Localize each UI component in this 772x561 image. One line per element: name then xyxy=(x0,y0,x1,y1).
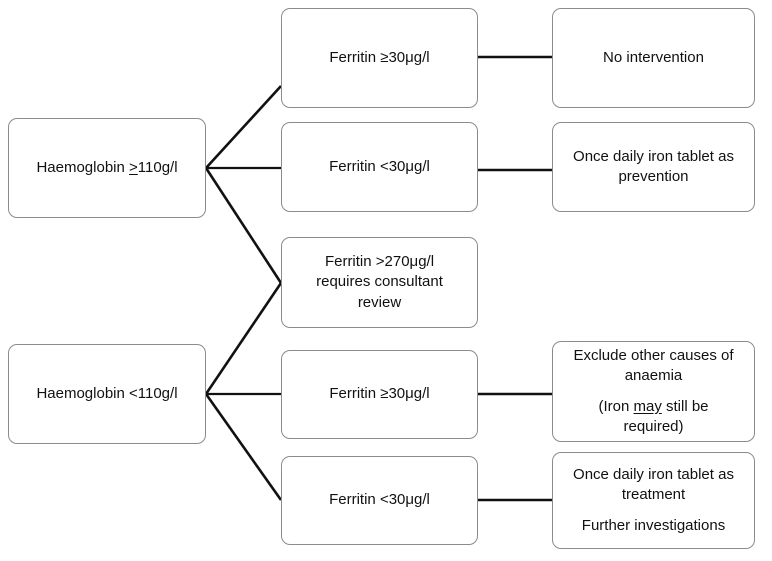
node-haemoglobin-high-label: Haemoglobin >110g/l xyxy=(36,158,178,176)
node-outcome-prevention-line2: prevention xyxy=(618,168,689,185)
node-outcome-no-intervention[interactable]: No intervention xyxy=(552,8,755,108)
node-haemoglobin-high[interactable]: Haemoglobin >110g/l xyxy=(8,118,206,218)
node-outcome-prevention[interactable]: Once daily iron tablet as prevention xyxy=(552,122,755,212)
node-outcome-no-intervention-label: No intervention xyxy=(603,48,704,66)
node-outcome-treatment-line3: Further investigations xyxy=(581,517,726,535)
node-outcome-treatment[interactable]: Once daily iron tablet as treatment Furt… xyxy=(552,452,755,549)
node-outcome-prevention-line1: Once daily iron tablet as xyxy=(573,147,734,165)
node-ferritin-270-consultant[interactable]: Ferritin >270μg/l requires consultant re… xyxy=(281,237,478,328)
node-ferritin-low-lt30[interactable]: Ferritin <30μg/l xyxy=(281,456,478,545)
edge-hb-low-to-ferritin-270 xyxy=(204,282,283,395)
node-ferritin-high-lt30[interactable]: Ferritin <30μg/l xyxy=(281,122,478,212)
emphasis-may: may xyxy=(633,397,662,415)
edge-hb-high-to-ferritin-ge30 xyxy=(205,85,282,169)
edge-hb-high-to-ferritin-270 xyxy=(204,167,283,284)
node-outcome-exclude-other-causes[interactable]: Exclude other causes of anaemia (Iron ma… xyxy=(552,341,755,442)
node-haemoglobin-low[interactable]: Haemoglobin <110g/l xyxy=(8,344,206,444)
node-outcome-exclude-line3: (Iron may still be xyxy=(598,397,709,415)
node-outcome-exclude-line4: required) xyxy=(623,417,684,435)
node-outcome-treatment-line2: treatment xyxy=(621,485,686,503)
node-ferritin-low-lt30-label: Ferritin <30μg/l xyxy=(329,491,430,509)
node-haemoglobin-low-label: Haemoglobin <110g/l xyxy=(36,384,178,402)
node-ferritin-270-line3: review xyxy=(357,293,402,311)
node-ferritin-270-line2: requires consultant xyxy=(316,273,443,291)
node-ferritin-270-line1: Ferritin >270μg/l xyxy=(324,253,435,271)
node-outcome-exclude-line2: anaemia xyxy=(624,367,683,385)
node-ferritin-low-ge30-label: Ferritin ≥30μg/l xyxy=(329,385,430,403)
node-ferritin-high-lt30-label: Ferritin <30μg/l xyxy=(329,157,430,175)
greater-equal-symbol: > xyxy=(129,158,138,176)
node-ferritin-high-ge30-label: Ferritin ≥30μg/l xyxy=(329,48,430,66)
edge-hb-low-to-ferritin-lt30 xyxy=(204,393,283,501)
node-ferritin-low-ge30[interactable]: Ferritin ≥30μg/l xyxy=(281,350,478,439)
node-outcome-exclude-line1: Exclude other causes of xyxy=(573,347,734,364)
node-ferritin-high-ge30[interactable]: Ferritin ≥30μg/l xyxy=(281,8,478,108)
node-outcome-treatment-line1: Once daily iron tablet as xyxy=(573,465,734,483)
